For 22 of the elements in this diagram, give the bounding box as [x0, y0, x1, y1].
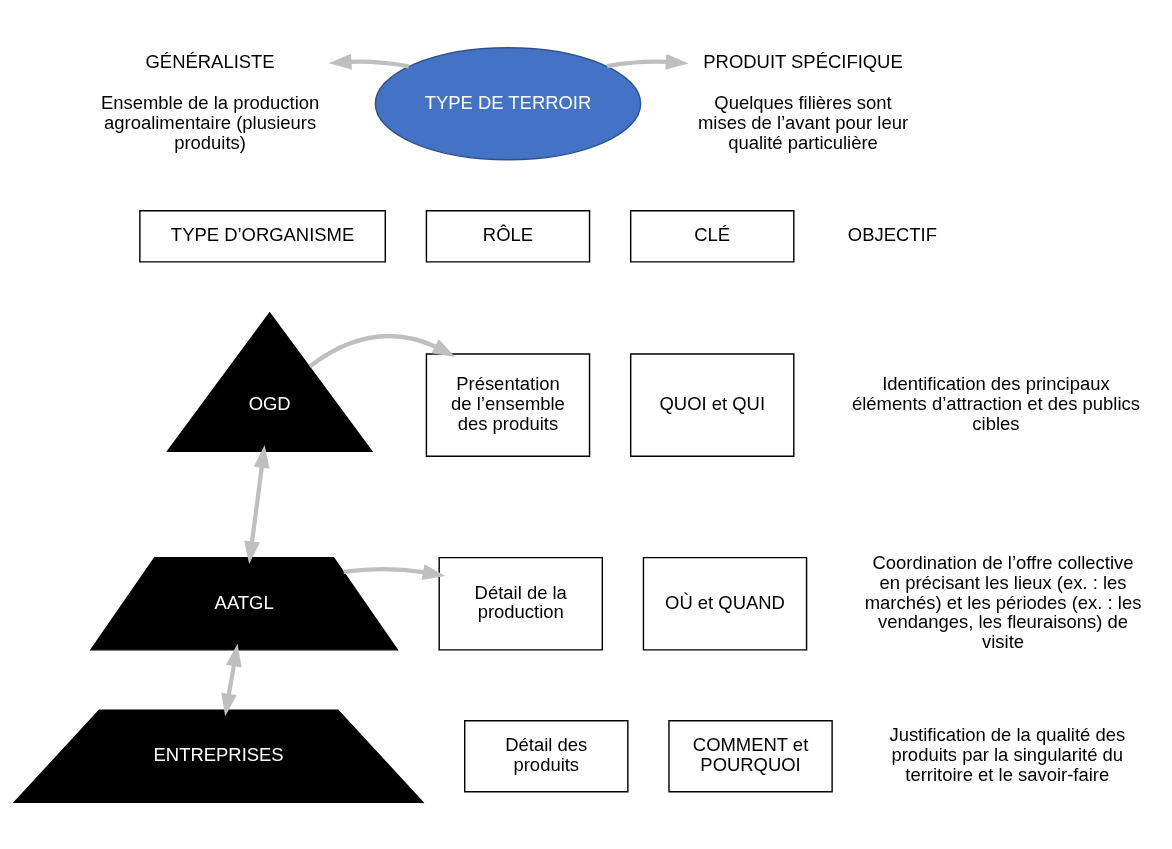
node-text: PRODUIT SPÉCIFIQUE Quelques filières sont mises de l’avant pour leur qualité particulière — [697, 50, 909, 153]
arrow — [328, 53, 410, 70]
node-box: RÔLE — [425, 209, 591, 263]
node-text: GÉNÉRALISTE Ensemble de la production agroalimentaire (plusieurs produits) — [100, 50, 320, 153]
node-box: Détail des produits — [464, 719, 629, 792]
node-box: QUOI et QUI — [629, 352, 795, 457]
arrow — [221, 643, 242, 716]
label: Identification des principaux éléments d’attraction et des publics cibles — [851, 372, 1140, 434]
arrow — [606, 53, 689, 70]
node-box: CLÉ — [629, 209, 795, 263]
node-box: Détail de la production — [438, 556, 603, 651]
node-box: Présentation de l’ensemble des produits — [425, 352, 591, 457]
arrow — [244, 444, 270, 564]
node-box: COMMENT et POURQUOI — [668, 719, 833, 792]
arrow — [343, 563, 446, 580]
label: Justification de la qualité des produits par la singularité du territoire et le savoir-faire — [889, 723, 1126, 785]
label: OBJECTIF — [847, 223, 937, 245]
node-ellipse: TYPE DE TERROIR — [374, 46, 642, 160]
node-box: OÙ et QUAND — [642, 556, 808, 651]
node-box: TYPE D’ORGANISME — [139, 209, 386, 263]
label: Coordination de l’offre collective en précisant les lieux (ex. : les marchés) et les périodes (ex. : les vendanges, les fleuraisons) de visite — [864, 551, 1142, 652]
arrow — [308, 333, 456, 368]
